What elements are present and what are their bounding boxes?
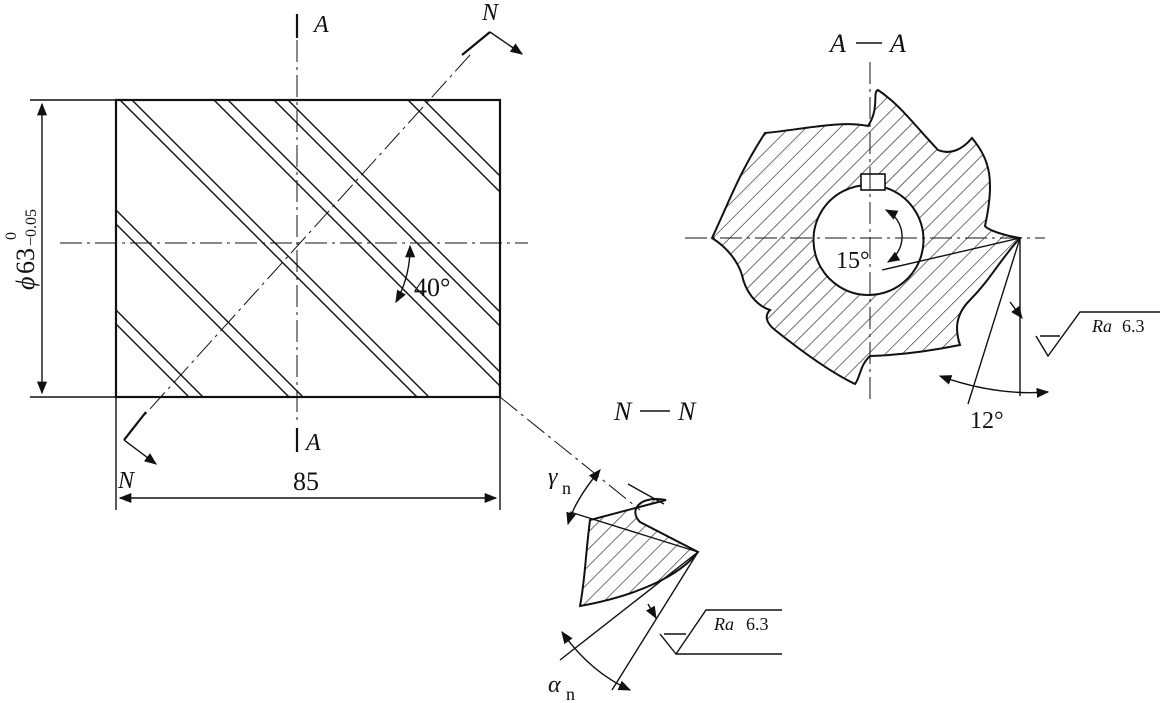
- front-view: A A N N ϕ 63 0 −0.05 85 40°: [3, 0, 528, 510]
- svg-text:0: 0: [3, 232, 20, 240]
- roughness-label-n: Ra: [713, 614, 734, 634]
- clearance-sub: n: [566, 684, 575, 703]
- cutter-cross-section: [710, 88, 1023, 386]
- section-n-title-right: N: [677, 397, 697, 426]
- normal-section-line: [139, 54, 471, 421]
- normal-mark-top: N: [481, 0, 500, 26]
- normal-mark-bottom: N: [117, 468, 136, 494]
- roughness-label-a: Ra: [1091, 316, 1112, 336]
- svg-text:ϕ: ϕ: [11, 277, 40, 290]
- helix-angle-arc: [395, 244, 416, 304]
- section-mark-a-bottom: A: [304, 430, 321, 456]
- section-a-title-right: A: [888, 29, 906, 58]
- section-mark-a-top: A: [312, 12, 329, 38]
- roughness-value-n: 6.3: [746, 614, 769, 634]
- svg-text:−0.05: −0.05: [23, 209, 40, 246]
- tooth-normal-section: [578, 498, 700, 608]
- rake-symbol: γ: [548, 464, 558, 490]
- clearance-symbol: α: [548, 672, 561, 698]
- section-a-title-left: A: [828, 29, 846, 58]
- roughness-value-a: 6.3: [1122, 316, 1145, 336]
- svg-text:63: 63: [11, 248, 40, 274]
- length-label: 85: [293, 467, 319, 496]
- clearance-angle-label: 12°: [970, 408, 1004, 434]
- cutter-outline: [114, 98, 502, 399]
- section-n-n: N N γ n α n Ra 6.3: [499, 396, 782, 703]
- relief-angle-label: 15°: [836, 248, 870, 274]
- helical-flutes: [116, 100, 500, 397]
- keyway: [860, 173, 886, 191]
- helix-angle-label: 40°: [414, 273, 450, 302]
- rake-sub: n: [562, 478, 571, 498]
- diameter-label: ϕ 63 0 −0.05: [3, 209, 40, 290]
- section-a-a: A A 15° 12° Ra 6.3: [685, 29, 1160, 434]
- section-n-title-left: N: [613, 397, 633, 426]
